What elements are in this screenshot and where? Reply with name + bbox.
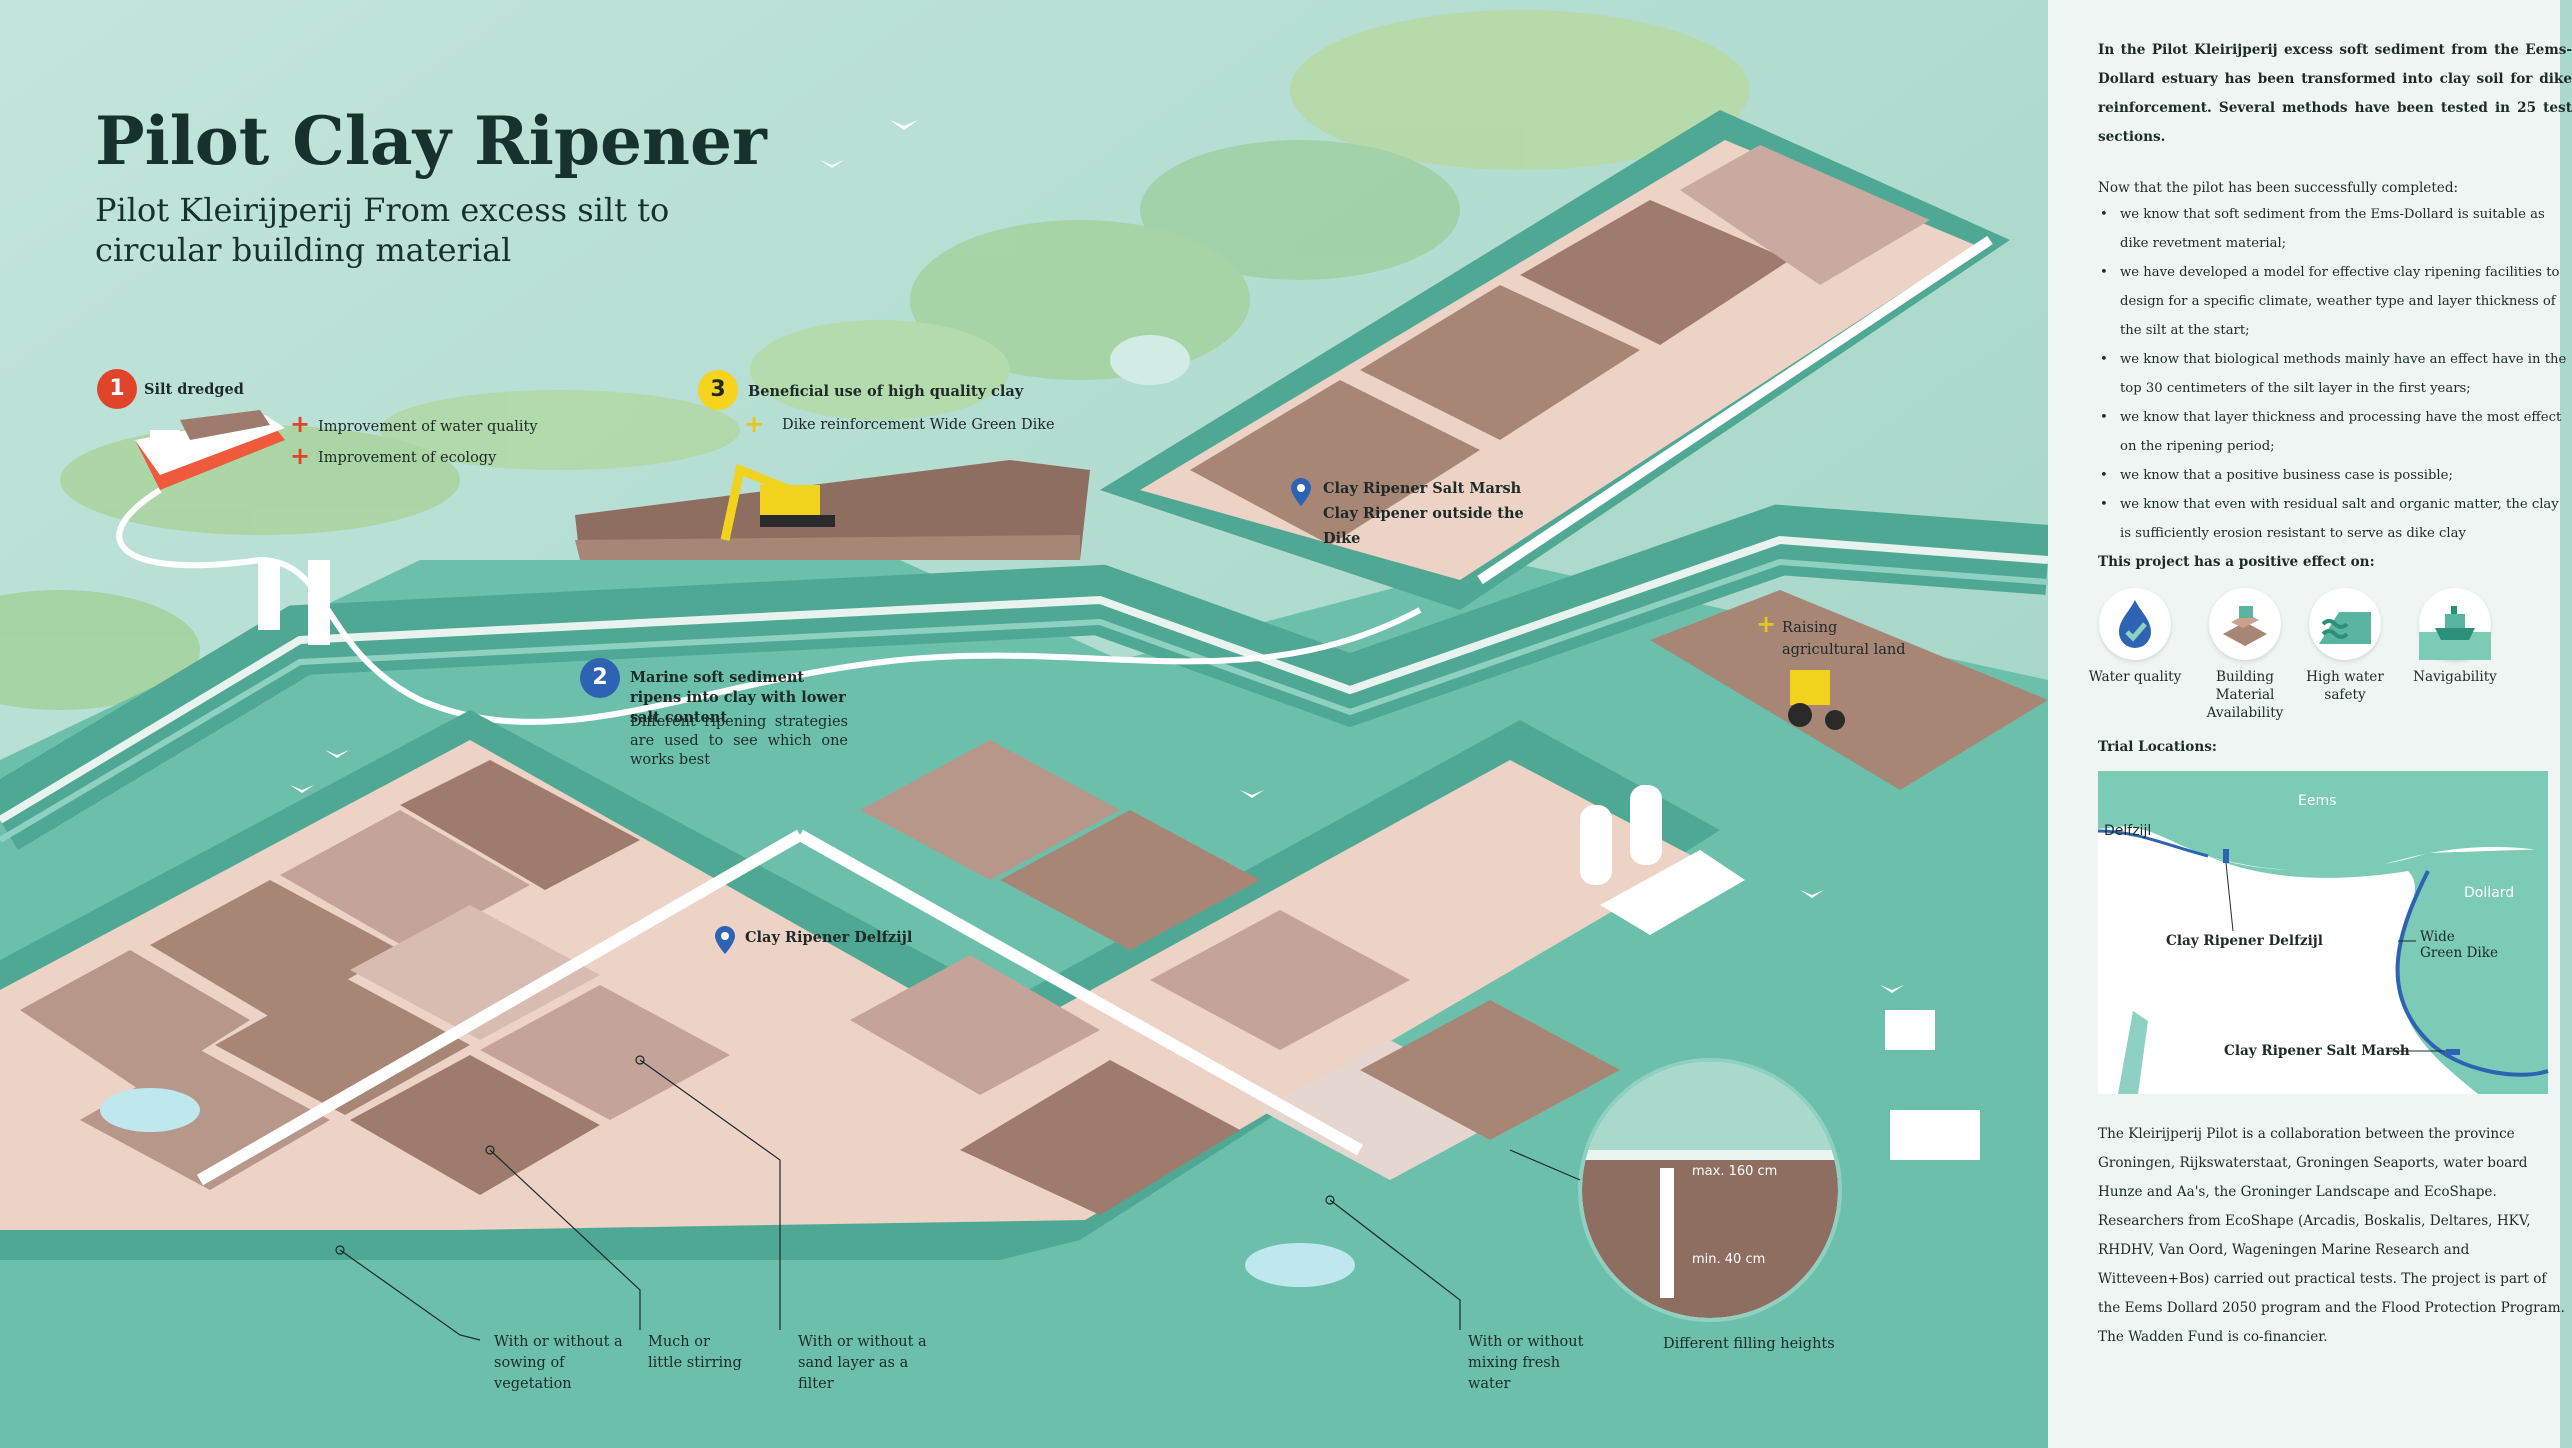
findings-list: we know that soft sediment from the Ems-…: [2098, 200, 2572, 548]
delfzijl-location-label: Clay Ripener Delfzijl: [745, 929, 913, 946]
building-material-icon: [2209, 588, 2281, 660]
gauge-min-label: min. 40 cm: [1692, 1252, 1766, 1267]
slurry-pipeline: [116, 487, 1422, 725]
salt-marsh-vegetation: [0, 10, 1750, 710]
map-label-clay-ripener-delfzijl: Clay Ripener Delfzijl: [2166, 933, 2323, 949]
step-3-badge: 3: [698, 370, 738, 410]
gauge-max-label: max. 160 cm: [1692, 1164, 1778, 1179]
caption-filling-heights: Different filling heights: [1663, 1336, 1835, 1352]
list-item: we know that layer thickness and process…: [2098, 403, 2572, 461]
map-label-delfzijl: Delfzijl: [2104, 823, 2152, 839]
step-2-badge: 2: [580, 658, 620, 698]
info-panel: In the Pilot Kleirijperij excess soft se…: [2048, 0, 2572, 1448]
effect-building-material: Building Material Availability: [2190, 588, 2300, 722]
map-label-eems: Eems: [2298, 793, 2337, 809]
trial-locations-map: Eems Delfzijl Dollard Wide Green Dike Cl…: [2097, 771, 2549, 1094]
caption-leader-lines: [335, 1055, 1461, 1341]
caption-sand-layer: With or without a sand layer as a filter: [798, 1334, 927, 1392]
list-item: we have developed a model for effective …: [2098, 258, 2572, 345]
plus-icon: +: [290, 442, 311, 470]
step-3-title: Beneficial use of high quality clay: [748, 383, 1024, 400]
pipe-towers: [258, 560, 330, 645]
dike-wave-icon: [2309, 588, 2381, 660]
map-label-dollard: Dollard: [2464, 885, 2515, 901]
list-item: we know that a positive business case is…: [2098, 461, 2572, 490]
effect-water-quality: Water quality: [2080, 588, 2190, 686]
clay-heap: [575, 460, 1090, 560]
map-label-clay-ripener-salt-marsh: Clay Ripener Salt Marsh: [2224, 1043, 2410, 1059]
effect-navigability: Navigability: [2400, 588, 2510, 686]
caption-fresh-water: With or without mixing fresh water: [1468, 1334, 1584, 1392]
map-shapes: [2097, 771, 2549, 1094]
trial-heading: Trial Locations:: [2098, 739, 2217, 755]
now-heading: Now that the pilot has been successfully…: [2098, 180, 2459, 196]
footer-text: The Kleirijperij Pilot is a collaboratio…: [2098, 1126, 2565, 1345]
plus-icon: +: [1756, 610, 1777, 638]
birds: [290, 120, 1904, 993]
step-1-benefit: Improvement of water quality: [318, 419, 538, 435]
list-item: we know that even with residual salt and…: [2098, 490, 2572, 548]
plus-icon: +: [744, 410, 765, 438]
step-1-benefit: Improvement of ecology: [318, 450, 497, 466]
location-pin-icon: [1291, 478, 1311, 506]
ship-icon: [2419, 588, 2491, 660]
page-subtitle: Pilot Kleirijperij From excess silt to c…: [95, 191, 670, 269]
dredging-ship: [135, 410, 285, 490]
caption-vegetation: With or without a sowing of vegetation: [494, 1334, 623, 1392]
landscape-illustration: [0, 0, 2051, 1448]
plus-icon: +: [290, 410, 311, 438]
page-title: Pilot Clay Ripener: [95, 102, 767, 180]
excavator: [720, 463, 835, 541]
illustration: Pilot Clay Ripener Pilot Kleirijperij Fr…: [0, 0, 2051, 1448]
agricultural-label: Raising agricultural land: [1782, 620, 1906, 658]
step-1-badge: 1: [97, 369, 137, 409]
effect-heading: This project has a positive effect on:: [2098, 554, 2375, 570]
salt-marsh-ripener: [1100, 110, 2010, 610]
location-pin-icon: [715, 926, 735, 954]
step-1-title: Silt dredged: [144, 381, 244, 398]
farm-buildings: [1580, 785, 1980, 1160]
intro-text: In the Pilot Kleirijperij excess soft se…: [2098, 36, 2572, 152]
intro-bold: In the Pilot Kleirijperij excess soft se…: [2098, 42, 2572, 145]
step-2-title: Marine soft sediment ripens into clay wi…: [630, 669, 846, 726]
agricultural-field: [1650, 590, 2048, 790]
step-2-text: Different ripening strategies are used t…: [630, 714, 848, 768]
delfzijl-ripener: [0, 710, 1720, 1287]
map-label-wide-green-dike: Wide Green Dike: [2420, 929, 2499, 961]
salt-marsh-location-label: Clay Ripener Salt Marsh Clay Ripener out…: [1323, 480, 1524, 547]
effect-high-water-safety: High water safety: [2290, 588, 2400, 704]
step-3-benefit: Dike reinforcement Wide Green Dike: [782, 417, 1055, 433]
list-item: we know that soft sediment from the Ems-…: [2098, 200, 2572, 258]
list-item: we know that biological methods mainly h…: [2098, 345, 2572, 403]
water-drop-check-icon: [2099, 588, 2171, 660]
caption-stirring: Much or little stirring: [648, 1334, 742, 1371]
